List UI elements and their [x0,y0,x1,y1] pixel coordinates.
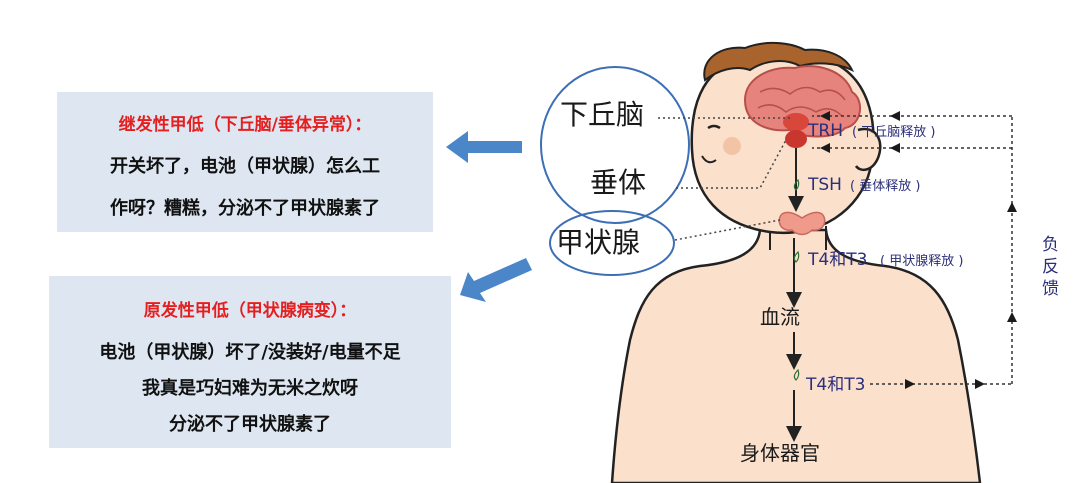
hypothalamus-label: 下丘脑 [560,98,644,131]
blood-flow-label: 血流 [760,305,800,329]
secondary-line-1: 开关坏了，电池（甲状腺）怎么工 [110,156,380,177]
thyroid-circle [549,210,675,276]
primary-title: 原发性甲低（甲状腺病变）： [143,301,357,321]
hypothalamus-pituitary-circle [540,66,690,224]
primary-line-2: 我真是巧妇难为无米之炊呀 [142,378,358,399]
secondary-line-2: 作呀？糟糕，分泌不了甲状腺素了 [110,198,380,219]
thyroid-label: 甲状腺 [556,226,640,259]
primary-line-3: 分泌不了甲状腺素了 [169,414,331,435]
t4t3-note: ( 甲状腺释放 ) [880,254,963,269]
trh-label: TRH [807,121,843,141]
t4t3-label: T4和T3 [807,250,867,270]
negative-feedback-loop [812,115,1013,385]
feedback-char-1: 负 [1042,235,1059,255]
arrow-to-primary-box [460,258,532,302]
pituitary-leader [676,139,787,189]
arrow-to-secondary-box [446,131,522,163]
feedback-char-2: 反 [1042,257,1059,277]
feedback-arrowheads [820,111,1017,389]
secondary-title: 继发性甲低（下丘脑/垂体异常）： [118,115,372,135]
thyroid-gland [778,211,826,236]
trh-note: ( 下丘脑释放 ) [852,125,935,140]
feedback-char-3: 馈 [1042,279,1059,299]
negative-feedback-label: 负 反 馈 [1042,235,1059,299]
t4t3-blood-label: T4和T3 [805,375,865,395]
brain [743,65,861,138]
primary-line-1: 电池（甲状腺）坏了/没装好/电量不足 [99,342,401,363]
secondary-hypothyroidism-box: 继发性甲低（下丘脑/垂体异常）： 开关坏了，电池（甲状腺）怎么工 作呀？糟糕，分… [57,92,433,232]
t4t3-blood-drop-icon [793,368,800,381]
primary-hypothyroidism-box: 原发性甲低（甲状腺病变）： 电池（甲状腺）坏了/没装好/电量不足 我真是巧妇难为… [49,276,451,448]
tsh-note: ( 垂体释放 ) [850,179,920,194]
pituitary-label: 垂体 [590,166,646,199]
t4t3-drop-icon [793,250,800,263]
tsh-label: TSH [807,175,842,195]
body-organs-label: 身体器官 [740,441,820,465]
tsh-drop-icon [793,178,800,191]
